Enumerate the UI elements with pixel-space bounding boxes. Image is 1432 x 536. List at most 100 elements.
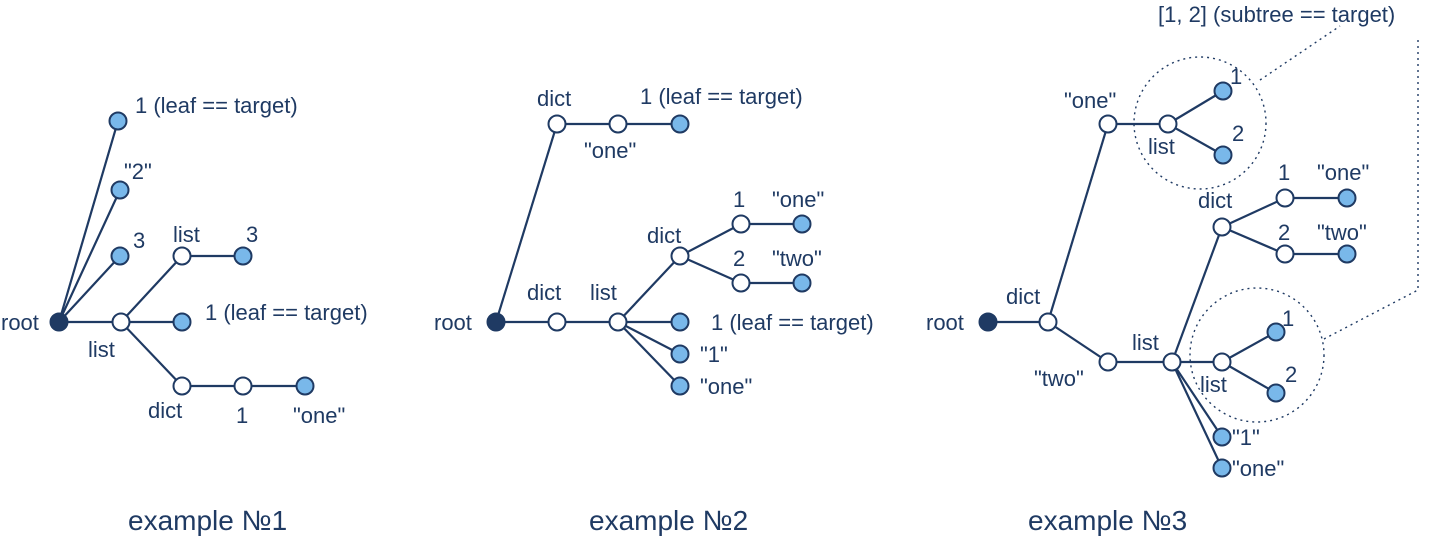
edge xyxy=(1046,123,1110,323)
leaf-node xyxy=(1212,458,1232,478)
root-label: root xyxy=(1,310,39,335)
leaf-label: 2 xyxy=(1232,121,1244,146)
edge xyxy=(617,321,681,355)
key-label: 1 xyxy=(1278,160,1290,185)
edge xyxy=(120,321,183,387)
edge xyxy=(617,255,681,323)
edge xyxy=(1170,226,1224,363)
root-label: root xyxy=(926,310,964,335)
leaf-node xyxy=(1337,244,1357,264)
dict-label: dict xyxy=(1198,188,1232,213)
subtree-highlight-circle xyxy=(1189,287,1325,423)
leaf-node-target xyxy=(172,312,192,332)
leader-line xyxy=(1321,40,1419,341)
dict-node xyxy=(172,376,192,396)
edge xyxy=(57,120,120,323)
leaf-label: "2" xyxy=(124,159,152,184)
key-label: 1 xyxy=(733,187,745,212)
key-node xyxy=(1098,114,1118,134)
list-label: list xyxy=(1200,372,1227,397)
leaf-node xyxy=(110,180,130,200)
root-node xyxy=(49,312,69,332)
edge xyxy=(120,255,183,323)
list-label: list xyxy=(88,337,115,362)
edge xyxy=(679,223,742,257)
leaf-label: "one" xyxy=(772,187,824,212)
key-label: "one" xyxy=(584,138,636,163)
leaf-label: 2 xyxy=(1285,362,1297,387)
list-node xyxy=(111,312,131,332)
key-node xyxy=(1275,188,1295,208)
leaf-node xyxy=(233,246,253,266)
list-label: list xyxy=(173,222,200,247)
leaf-node xyxy=(1212,427,1232,447)
subtree-highlight-circle xyxy=(1133,56,1267,190)
edge xyxy=(1167,90,1224,125)
leaf-label: "two" xyxy=(1317,220,1367,245)
key-label: 2 xyxy=(1278,220,1290,245)
key-label: "two" xyxy=(1034,366,1084,391)
leaf-label: "two" xyxy=(772,246,822,271)
key-node xyxy=(608,114,628,134)
leaf-node-target xyxy=(670,312,690,332)
edge xyxy=(58,189,121,323)
list-node xyxy=(1162,352,1182,372)
dict-node xyxy=(670,246,690,266)
leaf-label: "one" xyxy=(1317,160,1369,185)
dict-label: dict xyxy=(647,223,681,248)
leaf-label: "one" xyxy=(1232,456,1284,481)
edge xyxy=(1221,331,1277,363)
leaf-node xyxy=(1213,81,1233,101)
list-node xyxy=(1212,352,1232,372)
leaf-label: "1" xyxy=(1232,425,1260,450)
dict-label: dict xyxy=(537,86,571,111)
dict-node xyxy=(1212,217,1232,237)
key-label: "one" xyxy=(1064,88,1116,113)
edge xyxy=(1221,197,1286,228)
leaf-target-label: 1 (leaf == target) xyxy=(711,310,874,335)
leaf-label: 1 xyxy=(1282,306,1294,331)
list-node xyxy=(608,312,628,332)
example-1-caption: example №1 xyxy=(128,505,287,536)
edge xyxy=(1171,361,1223,469)
example-3: root dict "one" list 1 2 [1, 2] (subtree… xyxy=(926,2,1419,536)
edge xyxy=(1171,361,1223,438)
edge xyxy=(58,255,121,323)
example-1: root 1 (leaf == target) "2" 3 list 3 lis… xyxy=(1,93,368,536)
dict-node xyxy=(1038,312,1058,332)
leaf-node xyxy=(792,273,812,293)
dict-node xyxy=(547,312,567,332)
dict-label: dict xyxy=(527,280,561,305)
leaf-node xyxy=(295,376,315,396)
list-node xyxy=(1158,114,1178,134)
leaf-node xyxy=(792,214,812,234)
edge xyxy=(1221,225,1286,256)
leaf-node xyxy=(110,246,130,266)
edge xyxy=(679,254,742,285)
edge xyxy=(494,123,559,323)
root-node xyxy=(486,312,506,332)
key-node xyxy=(731,214,751,234)
example-3-caption: example №3 xyxy=(1028,505,1187,536)
key-node xyxy=(731,273,751,293)
leaf-target-label: 1 (leaf == target) xyxy=(135,93,298,118)
edge xyxy=(1221,361,1277,394)
leaf-node xyxy=(1213,145,1233,165)
leaf-target-label: 1 (leaf == target) xyxy=(640,84,803,109)
leaf-label: "one" xyxy=(700,374,752,399)
dict-node xyxy=(547,114,567,134)
edge xyxy=(1047,321,1109,363)
key-label: 1 xyxy=(236,403,248,428)
leaf-label: 3 xyxy=(133,228,145,253)
subtree-target-label: [1, 2] (subtree == target) xyxy=(1158,2,1395,27)
leaf-label: 1 xyxy=(1230,64,1242,89)
key-label: 2 xyxy=(733,246,745,271)
edge xyxy=(1167,123,1224,156)
dict-label: dict xyxy=(1006,284,1040,309)
leaf-node xyxy=(1266,383,1286,403)
leaf-label: 3 xyxy=(246,222,258,247)
list-node xyxy=(172,246,192,266)
root-node xyxy=(978,312,998,332)
leaf-node-target xyxy=(670,114,690,134)
